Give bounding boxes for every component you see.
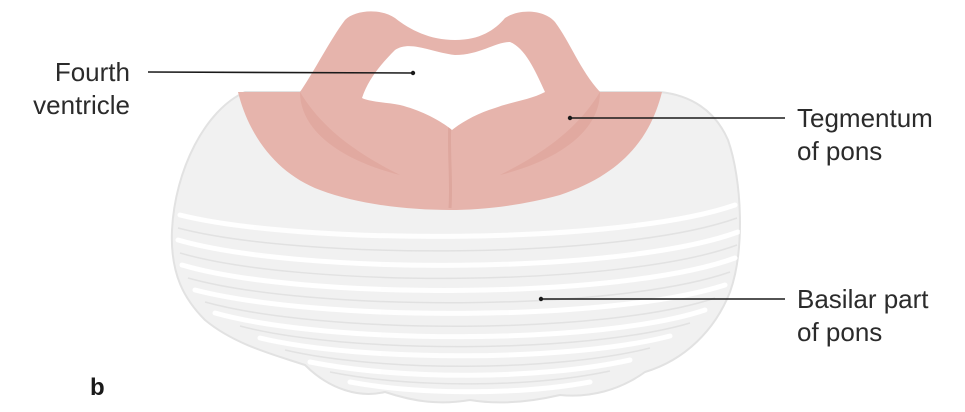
label-tegmentum-line1: Tegmentum	[797, 102, 933, 135]
panel-letter: b	[90, 374, 105, 402]
label-basilar-line2: of pons	[797, 316, 929, 349]
label-basilar-part-of-pons: Basilar part of pons	[797, 283, 929, 349]
label-fourth-ventricle-line1: Fourth	[14, 56, 130, 89]
label-fourth-ventricle: Fourth ventricle	[14, 56, 130, 122]
label-basilar-line1: Basilar part	[797, 283, 929, 316]
fourth-ventricle-leader	[148, 72, 413, 73]
label-tegmentum-of-pons: Tegmentum of pons	[797, 102, 933, 168]
label-tegmentum-line2: of pons	[797, 135, 933, 168]
label-fourth-ventricle-line2: ventricle	[14, 89, 130, 122]
